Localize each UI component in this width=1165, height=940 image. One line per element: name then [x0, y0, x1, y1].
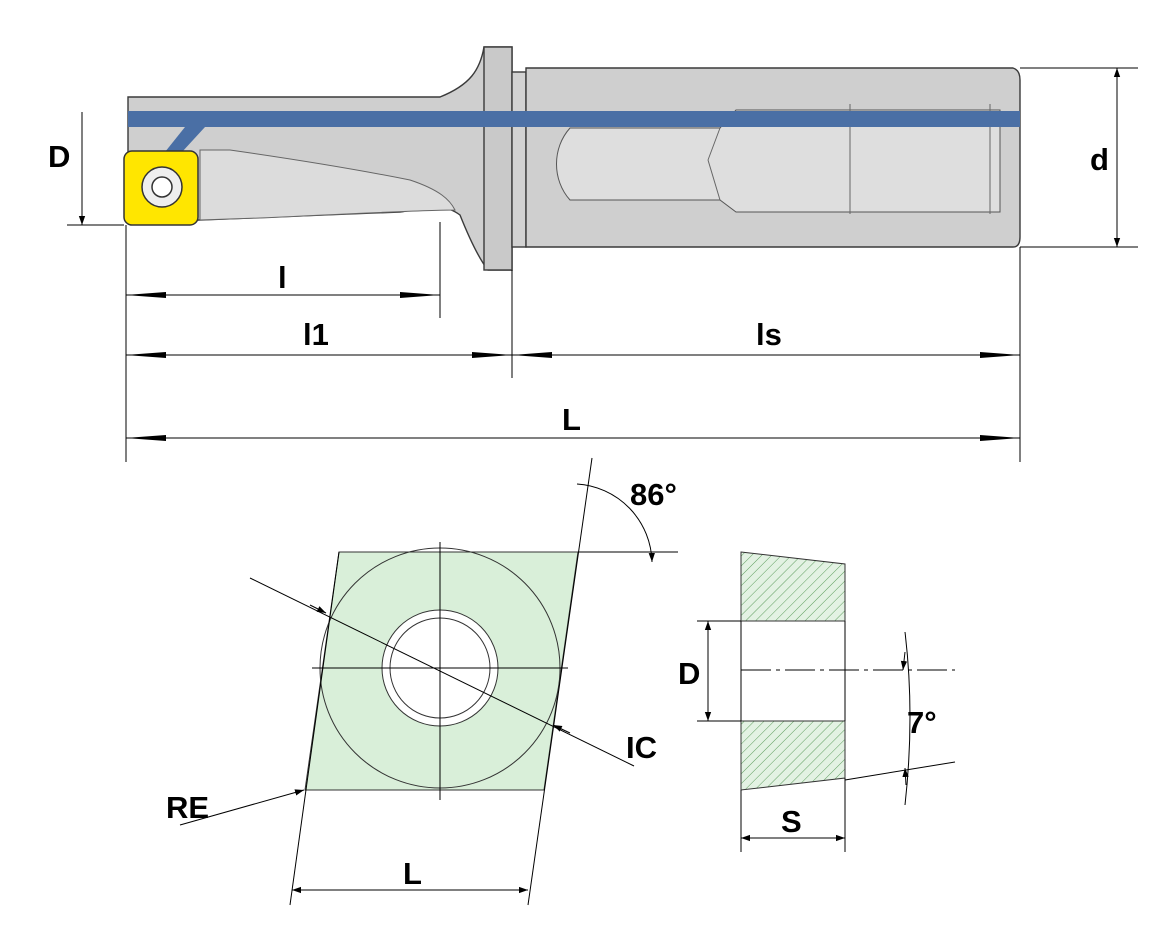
label-IC: IC: [626, 730, 657, 765]
section-top: [740, 551, 846, 622]
shank-line: [707, 159, 721, 201]
insert-screw-torx: [151, 176, 173, 198]
drill-collar: [483, 46, 513, 271]
label-L-tool: L: [562, 402, 581, 437]
section-bottom: [740, 720, 846, 791]
tool-dimensions: D d l l1 ls L: [48, 67, 1138, 462]
label-l: l: [278, 260, 287, 295]
coolant-channel: [128, 111, 1020, 127]
angle-arc-7: [904, 631, 911, 806]
drill-collar-ring: [511, 71, 527, 248]
label-S: S: [781, 804, 802, 839]
insert-front-view: 86° IC RE L: [166, 457, 678, 906]
label-RE: RE: [166, 790, 209, 825]
label-L-insert: L: [403, 856, 422, 891]
leader-RE: [179, 789, 305, 826]
coolant-branch: [165, 127, 205, 152]
label-D-section: D: [678, 656, 700, 691]
dim-IC: [249, 577, 635, 767]
label-l1: l1: [303, 317, 329, 352]
label-7-deg: 7°: [907, 705, 937, 740]
label-86-deg: 86°: [630, 477, 677, 512]
angle-arc-86: [576, 483, 655, 563]
insert-section-view: D 7° S: [678, 551, 956, 852]
drill-body: [123, 46, 1021, 271]
label-ls: ls: [756, 317, 782, 352]
drill-flute: [199, 149, 456, 221]
label-d: d: [1090, 142, 1109, 177]
label-D-tool: D: [48, 139, 70, 174]
shank-line: [707, 127, 721, 161]
